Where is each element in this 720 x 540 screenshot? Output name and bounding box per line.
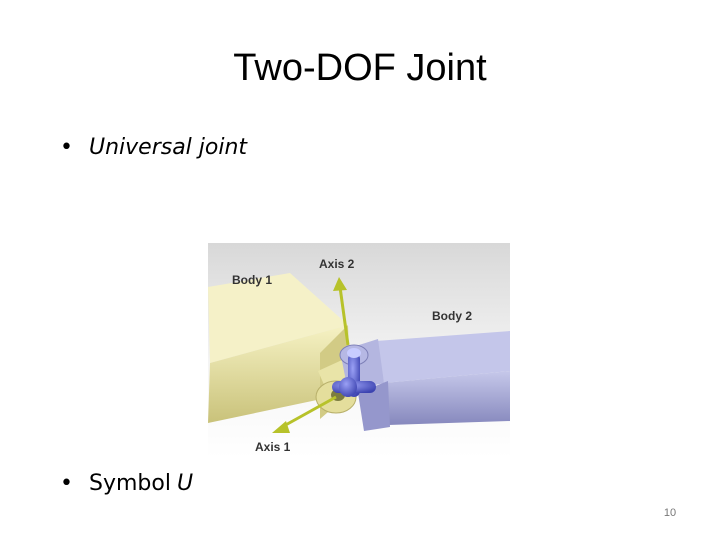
universal-joint-figure: Body 1 Axis 2 Body 2 Axis 1 [208,243,510,458]
page-number: 10 [663,507,677,519]
bullet-marker: • [60,471,73,496]
universal-joint-illustration: Body 1 Axis 2 Body 2 Axis 1 [208,243,510,458]
label-axis-2: Axis 2 [319,257,355,271]
label-body-1: Body 1 [232,273,272,287]
axis-2-arrow [333,277,350,346]
label-body-2: Body 2 [432,309,472,323]
label-axis-1: Axis 1 [255,440,291,454]
axis-1-arrow [272,395,337,433]
joint-spider [332,348,376,397]
bullet-symbol-letter: U [176,471,194,496]
bullet-marker: • [60,135,73,160]
bullet-text: Universal joint [88,135,248,160]
bullet-universal-joint: • Universal joint [60,134,247,162]
bullet-text: Symbol [88,471,171,496]
slide-title: Two-DOF Joint [233,47,487,89]
